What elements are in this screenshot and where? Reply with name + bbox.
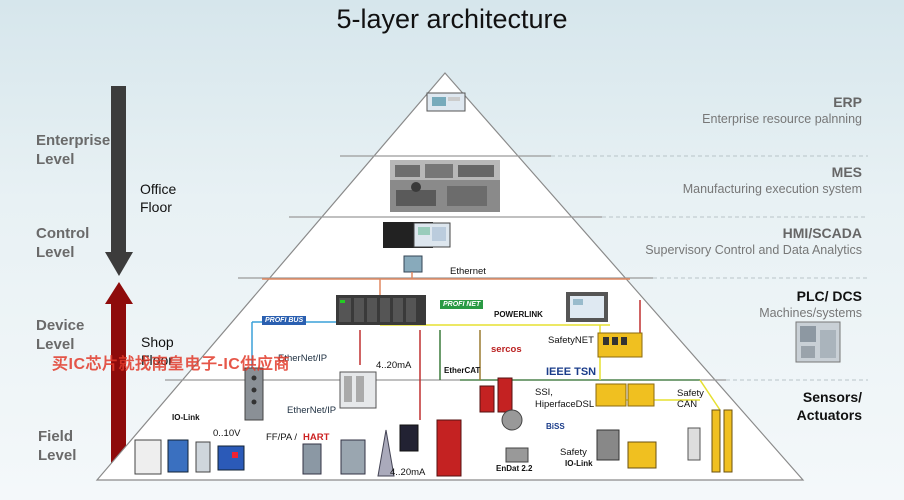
ma420-bottom-label: 4..20mA — [390, 467, 426, 478]
control-level-label: Control Level — [36, 225, 90, 261]
ma420-top-label: 4..20mA — [376, 360, 412, 371]
ethernetip-label-bottom: EtherNet/IP — [287, 405, 337, 416]
drive-red — [436, 419, 462, 477]
biss-logo: BiSS — [546, 422, 565, 431]
powerlink-logo: POWERLINK — [494, 310, 543, 319]
hmi-panel-icon — [566, 292, 608, 322]
motor — [505, 447, 529, 463]
field-devices — [134, 377, 733, 477]
layer-mes-name: MES — [831, 164, 862, 180]
scada-screen-icon — [383, 222, 451, 273]
profibus-logo: PROFI BUS — [262, 316, 307, 325]
safety-sensor — [687, 427, 701, 461]
enterprise-level-label: Enterprise Level — [36, 132, 111, 168]
servo-drive-1 — [479, 385, 495, 413]
safety-can-label: Safety CAN — [677, 388, 704, 410]
page-title: 5-layer architecture — [336, 4, 568, 34]
ffpa-label: FF/PA / — [266, 432, 297, 443]
hiperface-label: HiperfaceDSL — [535, 399, 595, 410]
layer-scada-name: HMI/SCADA — [782, 225, 862, 241]
remote-io-icon — [339, 371, 377, 409]
erp-monitor-icon — [426, 92, 466, 112]
ethercat-logo: EtherCAT — [444, 366, 481, 375]
io-block-icon — [244, 367, 264, 421]
mes-control-room-image — [390, 160, 500, 212]
field-level-label: Field Level — [38, 428, 77, 464]
safety-io-icon — [595, 383, 655, 407]
iolink-logo-right: IO-Link — [565, 459, 593, 468]
ieee-tsn-logo: IEEE TSN — [546, 366, 597, 378]
encoder — [501, 409, 523, 431]
iolink-logo-left: IO-Link — [172, 413, 200, 422]
device-level-label: Device Level — [36, 317, 85, 353]
voltage-label: 0..10V — [213, 428, 241, 439]
layer-erp-desc: Enterprise resource palnning — [702, 112, 862, 126]
safety-label: Safety — [560, 447, 587, 458]
flowmeter — [302, 443, 322, 475]
machine-image — [795, 321, 841, 363]
level-sensor — [377, 429, 395, 477]
light-curtain-1 — [711, 409, 721, 473]
profinet-logo: PROFI NET — [440, 300, 484, 309]
layer-mes-desc: Manufacturing execution system — [682, 182, 862, 196]
level-arrows — [105, 86, 133, 478]
sensor-tube — [195, 441, 211, 473]
layer-scada-desc: Supervisory Control and Data Analytics — [645, 243, 862, 257]
sensor-blue — [167, 439, 189, 473]
transmitter — [340, 439, 366, 475]
endat-logo: EnDat 2.2 — [496, 464, 533, 473]
layer-erp-name: ERP — [833, 94, 862, 110]
layer-sensors-name: Sensors/ Actuators — [796, 389, 862, 423]
hart-label: HART — [303, 432, 330, 443]
safety-switch — [596, 429, 620, 461]
ethernetip-label-top: EtherNet/IP — [278, 353, 328, 364]
sensor-white — [134, 439, 162, 475]
plc-rack-icon — [336, 295, 426, 325]
sercos-logo: sercos — [491, 344, 522, 355]
ethernet-label: Ethernet — [450, 266, 486, 277]
servo-drive-2 — [497, 377, 513, 413]
layer-plc-name: PLC/ DCS — [796, 288, 862, 304]
safetynet-label: SafetyNET — [548, 335, 594, 346]
layer-plc-desc: Machines/systems — [759, 306, 862, 320]
watermark-text: 买IC芯片就找南皇电子-IC供应商 — [52, 356, 290, 373]
shop-floor-label: Shop Floor — [141, 334, 174, 368]
safety-controller-icon — [597, 332, 643, 358]
office-floor-label: Office Floor — [140, 181, 177, 215]
sensor-optical — [217, 445, 245, 471]
ssi-label: SSI, — [535, 387, 553, 398]
light-curtain-2 — [723, 409, 733, 473]
safety-light — [627, 441, 657, 469]
office-floor-arrow — [105, 86, 133, 276]
field-module — [399, 424, 419, 452]
shop-floor-arrow — [105, 282, 133, 478]
